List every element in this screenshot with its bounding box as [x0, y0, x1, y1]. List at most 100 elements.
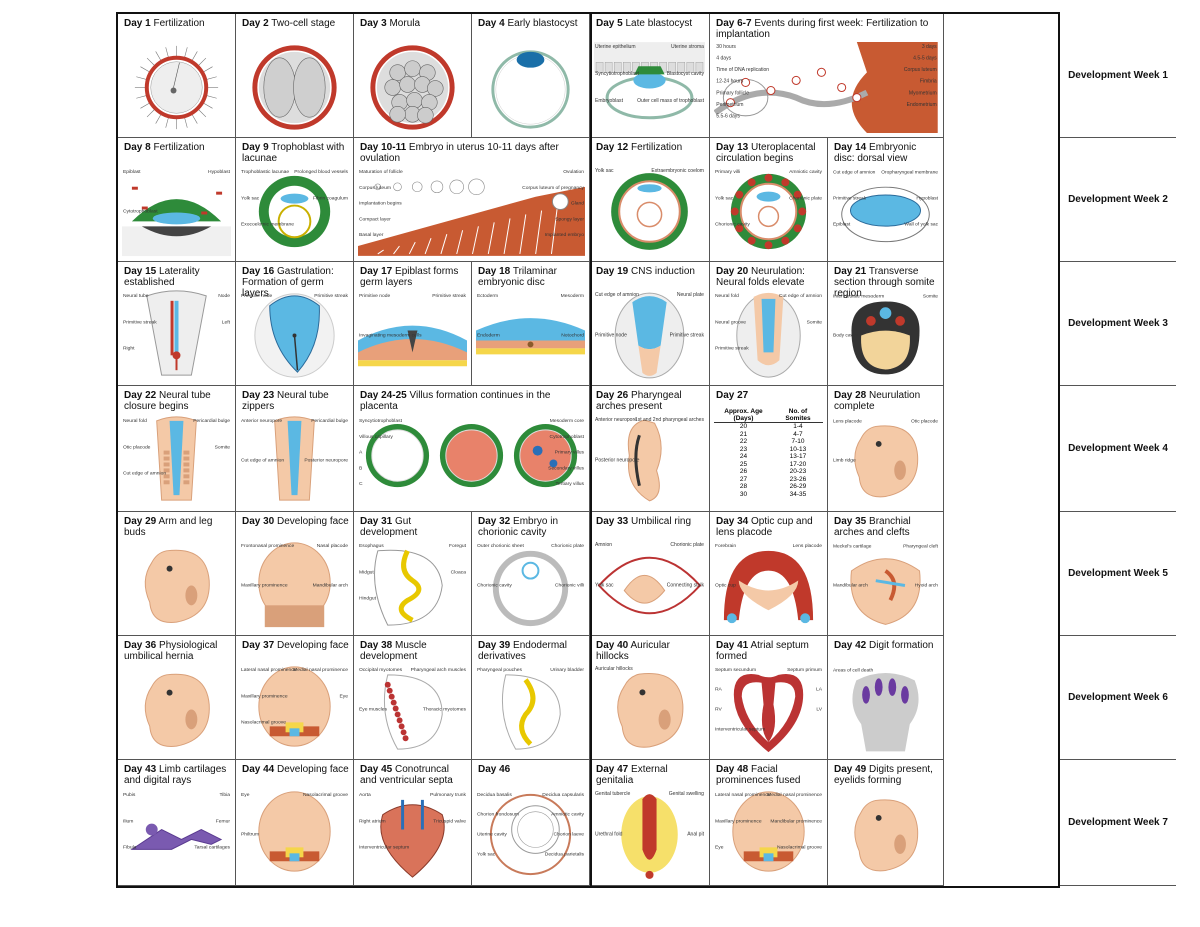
day-number: Day 40	[596, 640, 629, 651]
annotation-label: Maxillary prominence	[715, 818, 762, 824]
annotation-label: Fibula	[123, 845, 137, 851]
table-cell: 28	[739, 483, 748, 490]
table-cell: 26	[739, 468, 748, 475]
illustration-svg	[144, 673, 210, 747]
annotation-label: Cut edge of amnion	[833, 170, 876, 176]
day-title: Day 36 Physiological umbilical hernia	[124, 640, 231, 662]
day-number: Day 1	[124, 18, 151, 29]
day-description: Digits present, eyelids forming	[834, 764, 933, 786]
annotation-label: Blastocyst cavity	[667, 71, 705, 77]
annotation-label: Notochord	[561, 332, 584, 338]
day-number: Day 38	[360, 640, 393, 651]
day-description: Arm and leg buds	[124, 516, 213, 538]
day-number: Day 22	[124, 390, 157, 401]
annotation-label: Eye muscles	[359, 706, 388, 712]
illustration	[832, 788, 939, 881]
annotation-label: Genital swelling	[669, 791, 704, 797]
annotation-label: Aorta	[359, 792, 371, 798]
annotation-label: Lens placode	[793, 543, 823, 549]
day-number: Day 33	[596, 516, 629, 527]
table-cell: 7-10	[791, 438, 805, 445]
annotation-label: Primary villi	[715, 169, 740, 175]
day-title: Day 22 Neural tube closure begins	[124, 390, 231, 412]
annotation-label: Connecting stalk	[667, 583, 705, 589]
illustration	[122, 42, 231, 133]
day-number: Day 49	[834, 764, 867, 775]
day-title: Day 44 Developing face	[242, 764, 349, 775]
annotation-label: Cut edge of amnion	[123, 471, 166, 477]
day-description: Neurulation: Neural folds elevate	[716, 266, 805, 288]
annotation-label: 1st and 2nd pharyngeal arches	[635, 417, 705, 423]
day-description: Developing face	[274, 764, 349, 775]
day-title: Day 42 Digit formation	[834, 640, 939, 651]
annotation-label: Corpus luteum	[904, 67, 937, 73]
annotation-label: Left	[222, 319, 231, 325]
annotation-label: Neural plate	[677, 292, 704, 298]
annotation-label: Posterior neuropore	[595, 458, 640, 464]
day-number: Day 13	[716, 142, 749, 153]
annotation-label: Nasolacrimal groove	[777, 845, 822, 851]
annotation-label: Posterior neuropore	[304, 457, 348, 463]
day-title: Day 43 Limb cartilages and digital rays	[124, 764, 231, 786]
annotation-label: Chorionic plate	[551, 543, 584, 549]
annotation-label: Extraembryonic coelom	[651, 168, 704, 174]
day-number: Day 2	[242, 18, 269, 29]
annotation-label: Mesoderm core	[550, 418, 584, 424]
day-number: Day 15	[124, 266, 157, 277]
illustration	[122, 540, 231, 631]
day-title: Day 20 Neurulation: Neural folds elevate	[716, 266, 823, 288]
annotation-label: 30 hours	[716, 44, 736, 50]
day-description: Neural tube zippers	[242, 390, 329, 412]
annotation-label: B	[359, 465, 363, 471]
annotation-label: Amniotic cavity	[551, 812, 584, 818]
table-cell: 26-29	[789, 483, 807, 490]
annotation-label: Neural fold	[715, 293, 739, 299]
annotation-label: Primary villus	[555, 450, 585, 456]
annotation-label: Septum secundum	[715, 667, 756, 673]
day-cell: Day 13 Uteroplacental circulation begins…	[710, 138, 828, 262]
illustration-svg: Areas of cell death	[833, 668, 919, 752]
day-title: Day 15 Laterality established	[124, 266, 231, 288]
day-cell: Day 20 Neurulation: Neural folds elevate…	[710, 262, 828, 386]
annotation-label: Hyoid arch	[915, 582, 939, 588]
day-description: Fertilization	[628, 142, 683, 153]
day-title: Day 47 External genitalia	[596, 764, 705, 786]
annotation-label: Chorionic plate	[789, 195, 822, 201]
week-label: Development Week 4	[1060, 386, 1176, 512]
day-title: Day 10-11 Embryo in uterus 10-11 days af…	[360, 142, 585, 164]
illustration	[122, 664, 231, 755]
annotation-label: Anal pit	[687, 832, 704, 838]
day-description: Laterality established	[124, 266, 200, 288]
day-number: Day 28	[834, 390, 867, 401]
day-number: Day 3	[360, 18, 387, 29]
annotation-label: Pericardial bulge	[311, 418, 348, 424]
day-title: Day 31 Gut development	[360, 516, 467, 538]
